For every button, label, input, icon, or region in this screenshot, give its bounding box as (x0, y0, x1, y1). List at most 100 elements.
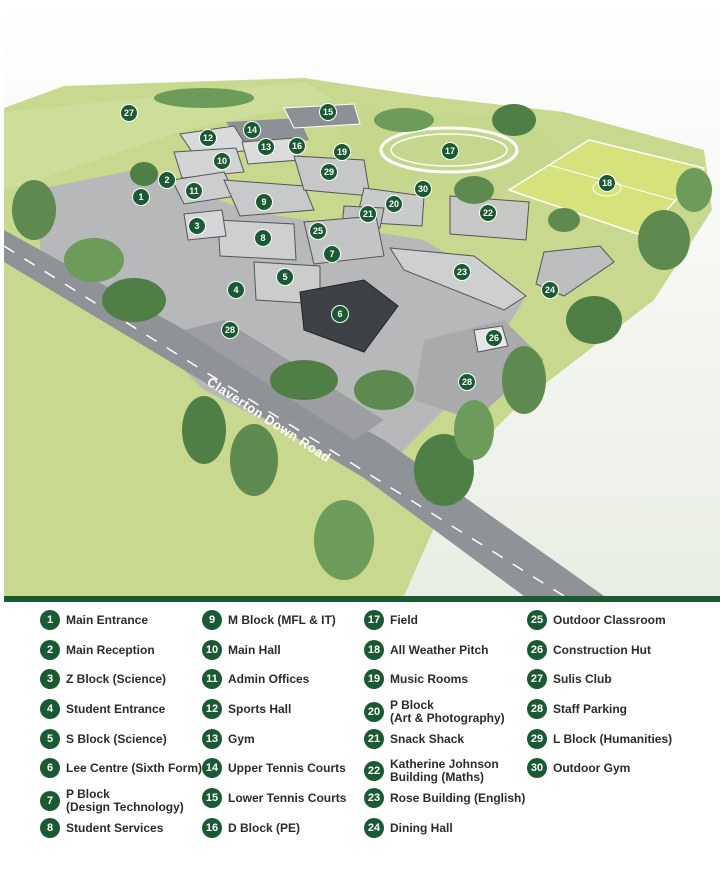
map-marker-7[interactable]: 7 (323, 245, 341, 263)
legend-number-badge: 7 (40, 791, 60, 811)
map-marker-30[interactable]: 30 (414, 180, 432, 198)
map-marker-25[interactable]: 25 (309, 222, 327, 240)
map-marker-1[interactable]: 1 (132, 188, 150, 206)
legend-label: Sports Hall (228, 701, 292, 716)
running-track-inner (390, 133, 508, 167)
map-marker-number: 29 (324, 167, 334, 177)
map-marker-6[interactable]: 6 (331, 305, 349, 323)
legend-number-badge: 30 (527, 758, 547, 778)
tree-cluster (502, 346, 546, 414)
map-marker-29[interactable]: 29 (320, 163, 338, 181)
legend-number-badge: 13 (202, 729, 222, 749)
map-marker-16[interactable]: 16 (288, 137, 306, 155)
legend-item-24: 24 Dining Hall (364, 818, 453, 838)
legend-label: Dining Hall (390, 820, 453, 835)
map-marker-number: 26 (489, 333, 499, 343)
map-marker-number: 28 (462, 377, 472, 387)
map-marker-circle (319, 103, 337, 121)
map-marker-11[interactable]: 11 (185, 182, 203, 200)
legend-label: Gym (228, 731, 255, 746)
map-marker-circle (257, 138, 275, 156)
legend-label: Z Block (Science) (66, 671, 167, 686)
map-marker-circle (453, 263, 471, 281)
map-marker-number: 28 (225, 325, 235, 335)
map-marker-28[interactable]: 28 (221, 321, 239, 339)
map-marker-13[interactable]: 13 (257, 138, 275, 156)
legend-label: Admin Offices (228, 671, 310, 686)
legend-label: Music Rooms (390, 671, 469, 686)
map-marker-21[interactable]: 21 (359, 205, 377, 223)
map-marker-28[interactable]: 28 (458, 373, 476, 391)
legend-label: Lee Centre (Sixth Form) (66, 760, 203, 775)
legend-item-11: 11 Admin Offices (202, 669, 309, 689)
legend-number-badge: 1 (40, 610, 60, 630)
map-marker-10[interactable]: 10 (213, 152, 231, 170)
map-marker-number: 15 (323, 107, 333, 117)
map-marker-17[interactable]: 17 (441, 142, 459, 160)
map-marker-circle (541, 281, 559, 299)
map-marker-2[interactable]: 2 (158, 171, 176, 189)
map-marker-4[interactable]: 4 (227, 281, 245, 299)
legend-label: M Block (MFL & IT) (228, 612, 336, 627)
map-marker-8[interactable]: 8 (254, 229, 272, 247)
legend-label: Rose Building (English) (390, 790, 526, 805)
map-marker-24[interactable]: 24 (541, 281, 559, 299)
map-marker-15[interactable]: 15 (319, 103, 337, 121)
legend-number-badge: 16 (202, 818, 222, 838)
legend-number-badge: 6 (40, 758, 60, 778)
map-marker-20[interactable]: 20 (385, 195, 403, 213)
map-marker-circle (359, 205, 377, 223)
legend-number-badge: 11 (202, 669, 222, 689)
tree-cluster (454, 400, 494, 460)
map-marker-3[interactable]: 3 (188, 217, 206, 235)
map-marker-number: 24 (545, 285, 555, 295)
map-marker-number: 22 (483, 208, 493, 218)
tree-cluster (12, 180, 56, 240)
map-marker-26[interactable]: 26 (485, 329, 503, 347)
map-marker-12[interactable]: 12 (199, 129, 217, 147)
map-marker-22[interactable]: 22 (479, 204, 497, 222)
legend-label: S Block (Science) (66, 731, 167, 746)
legend-number-badge: 19 (364, 669, 384, 689)
map-marker-9[interactable]: 9 (255, 193, 273, 211)
legend-label: D Block (PE) (228, 820, 301, 835)
map-marker-number: 14 (247, 125, 257, 135)
map-marker-number: 27 (124, 108, 134, 118)
legend-number-badge: 24 (364, 818, 384, 838)
map-marker-circle (158, 171, 176, 189)
legend-label: Katherine Johnson Building (Maths) (390, 757, 499, 784)
map-marker-circle (288, 137, 306, 155)
legend-number-badge: 15 (202, 788, 222, 808)
map-marker-27[interactable]: 27 (120, 104, 138, 122)
map-marker-5[interactable]: 5 (276, 268, 294, 286)
tree-cluster (130, 162, 158, 186)
legend-number-badge: 8 (40, 818, 60, 838)
tree-cluster (676, 168, 712, 212)
legend-number-badge: 29 (527, 729, 547, 749)
map-marker-circle (385, 195, 403, 213)
map-marker-19[interactable]: 19 (333, 143, 351, 161)
map-marker-number: 12 (203, 133, 213, 143)
running-track (379, 126, 519, 174)
map-marker-number: 8 (260, 233, 265, 243)
legend-item-15: 15 Lower Tennis Courts (202, 788, 346, 808)
legend-label: Snack Shack (390, 731, 465, 746)
legend-label: Outdoor Gym (553, 760, 631, 775)
map-marker-14[interactable]: 14 (243, 121, 261, 139)
map-marker-number: 16 (292, 141, 302, 151)
map-marker-circle (333, 143, 351, 161)
map-marker-18[interactable]: 18 (598, 174, 616, 192)
legend-label: Lower Tennis Courts (228, 790, 347, 805)
map-marker-23[interactable]: 23 (453, 263, 471, 281)
legend-number-badge: 23 (364, 788, 384, 808)
